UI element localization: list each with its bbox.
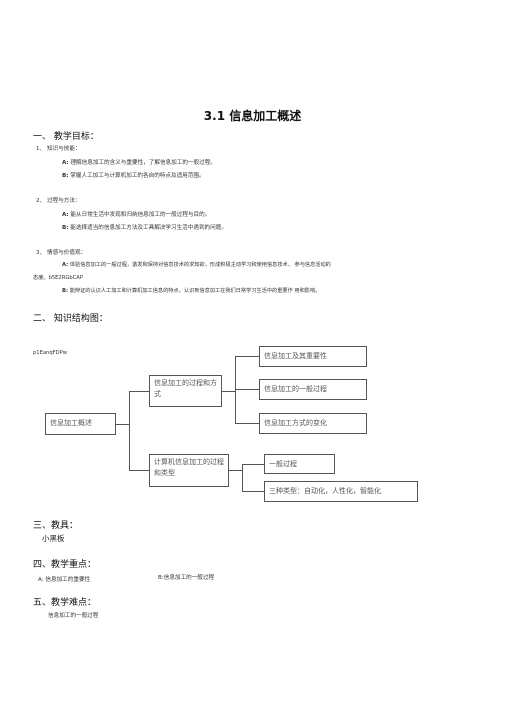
goal-2-item-a: A: 能从日常生活中发现和归纳信息加工的一般过程与目的。: [62, 210, 210, 218]
connector: [242, 464, 243, 492]
document-title: 3.1 信息加工概述: [203, 109, 302, 123]
item-mark: A:: [62, 212, 69, 218]
connector: [129, 391, 149, 392]
item-mark: B:: [62, 173, 69, 179]
node-root: 信息加工概述: [45, 413, 116, 435]
item-text: 能辩证的认识人工加工和计算机加工信息的特点，认识到信息加工在我们日常学习生活中的…: [69, 288, 321, 294]
goal-3-number: 3、: [36, 250, 46, 256]
structure-code: p1EanqFDPw: [33, 350, 67, 356]
item-text: 掌握人工加工与计算机加工的各自的特点及适用范围。: [70, 173, 205, 179]
key-point-b: B:信息加工的一般过程: [158, 575, 215, 581]
goal-1-item-b: B: 掌握人工加工与计算机加工的各自的特点及适用范围。: [62, 171, 205, 179]
section-3-heading: 三、教具：: [33, 521, 79, 531]
connector: [235, 389, 259, 390]
connector: [235, 423, 259, 424]
section-2-heading: 二、 知识结构图：: [33, 314, 108, 324]
difficulty-value: 信息加工的一般过程: [48, 613, 99, 619]
item-mark: B:: [62, 288, 69, 294]
goal-3-item-a-continued: 态度。b5E2RGbCAP: [33, 275, 83, 281]
item-mark: A:: [62, 160, 69, 166]
item-text: 能从日常生活中发现和归纳信息加工的一般过程与目的。: [70, 212, 211, 218]
connector: [235, 356, 259, 357]
connector: [229, 470, 242, 471]
goal-3-item-b: B: 能辩证的认识人工加工和计算机加工信息的特点，认识到信息加工在我们日常学习生…: [62, 287, 320, 294]
node-leaf-three-types: 三种类型：自动化，人性化，智能化: [264, 481, 418, 502]
node-leaf-importance: 信息加工及其重要性: [259, 346, 367, 367]
teaching-aid-value: 小黑板: [42, 534, 65, 543]
item-mark: B:: [62, 225, 69, 231]
connector: [116, 424, 129, 425]
item-mark: A:: [62, 262, 69, 268]
item-text: 能选择适当的信息加工方法及工具解决学习生活中遇到的问题。: [70, 225, 227, 231]
node-leaf-general-process-2: 一般过程: [264, 454, 335, 474]
goal-1-label: 知识与技能：: [47, 146, 81, 152]
key-point-a: A: 信息加工的重要性: [38, 577, 91, 583]
goal-3-label: 情感与价值观：: [47, 250, 87, 256]
goal-1-number: 1、: [36, 146, 46, 152]
section-4-heading: 四、教学重点：: [33, 560, 97, 570]
goal-2-item-b: B: 能选择适当的信息加工方法及工具解决学习生活中遇到的问题。: [62, 223, 227, 231]
goal-3-item-a: A: 体验信息加工的一般过程，激发和保持对信息技术的求知欲，形成积极主动学习和使…: [62, 261, 331, 268]
node-leaf-method-change: 信息加工方式的变化: [259, 413, 367, 434]
node-leaf-general-process: 信息加工的一般过程: [259, 379, 367, 400]
connector: [235, 356, 236, 424]
section-5-heading: 五、教学难点：: [33, 598, 97, 608]
item-text: 体验信息加工的一般过程，激发和保持对信息技术的求知欲，形成积极主动学习和使用信息…: [69, 262, 331, 268]
node-branch-process: 信息加工的过程和方式: [149, 375, 222, 407]
node-branch-computer: 计算机信息加工的过程和类型: [149, 454, 229, 487]
connector: [222, 391, 235, 392]
connector: [129, 470, 149, 471]
section-1-heading: 一、 教学目标：: [33, 132, 99, 142]
goal-2-number: 2、: [36, 198, 46, 204]
connector: [242, 464, 264, 465]
item-text: 理解信息加工的含义与重要性，了解信息加工的一般过程。: [70, 160, 216, 166]
connector: [129, 391, 130, 470]
goal-2-label: 过程与方法：: [47, 198, 81, 204]
connector: [242, 491, 264, 492]
goal-1-item-a: A: 理解信息加工的含义与重要性，了解信息加工的一般过程。: [62, 158, 216, 166]
